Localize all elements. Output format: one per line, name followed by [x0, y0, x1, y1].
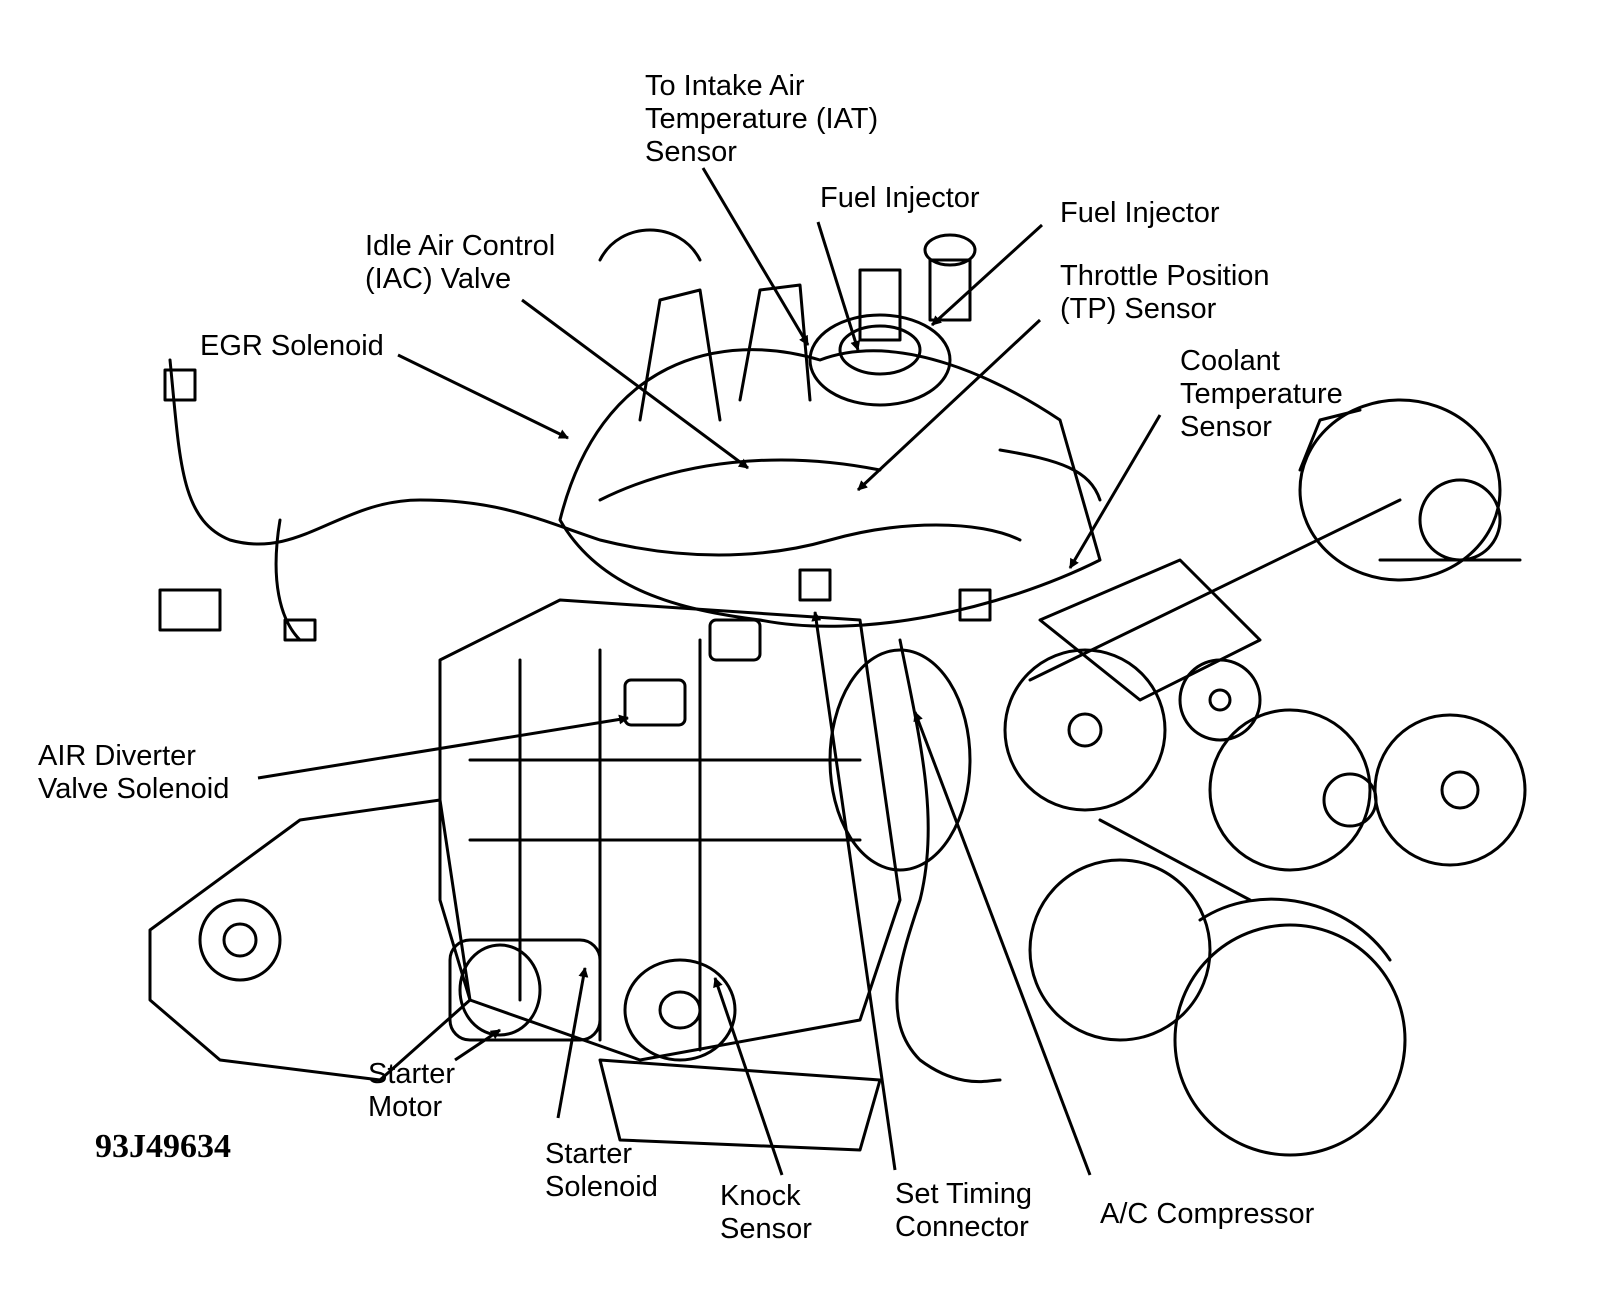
label-line: Fuel Injector	[820, 182, 980, 214]
label-line: Set Timing	[895, 1178, 1032, 1210]
starter-solenoid-leader	[556, 967, 589, 1119]
knock-sensor-leader	[713, 977, 784, 1176]
engine-drawing	[148, 228, 1527, 1157]
label-line: AIR Diverter	[38, 740, 196, 772]
label-line: Sensor	[720, 1213, 812, 1245]
ac-compressor-leader	[913, 711, 1092, 1176]
knock-sensor-label: Knock Sensor	[720, 1180, 812, 1246]
set-timing-label: Set Timing Connector	[895, 1178, 1032, 1244]
fuel-injector-1-label: Fuel Injector	[820, 182, 980, 215]
label-line: Sensor	[645, 136, 737, 168]
air-diverter-label: AIR Diverter Valve Solenoid	[38, 740, 229, 806]
label-line: Valve Solenoid	[38, 773, 230, 805]
iac-valve-leader	[521, 298, 749, 470]
label-line: (IAC) Valve	[365, 263, 512, 295]
label-line: Temperature	[1180, 378, 1343, 410]
label-line: Temperature (IAT)	[645, 103, 879, 135]
label-line: Solenoid	[545, 1171, 658, 1203]
label-line: To Intake Air	[645, 70, 805, 102]
label-line: EGR Solenoid	[200, 330, 384, 362]
tp-sensor-leader	[856, 318, 1042, 492]
iac-valve-label: Idle Air Control (IAC) Valve	[365, 230, 555, 296]
iat-sensor-label: To Intake Air Temperature (IAT) Sensor	[645, 70, 878, 169]
starter-motor-leader	[454, 1028, 501, 1062]
label-line: Connector	[895, 1211, 1029, 1243]
air-diverter-leader	[257, 714, 629, 780]
label-line: A/C Compressor	[1100, 1198, 1315, 1230]
label-line: Fuel Injector	[1060, 197, 1220, 229]
starter-motor-label: Starter Motor	[368, 1058, 455, 1124]
label-line: Starter	[545, 1138, 633, 1170]
leader-lines	[257, 167, 1162, 1176]
ac-compressor-label: A/C Compressor	[1100, 1198, 1314, 1231]
coolant-sensor-label: Coolant Temperature Sensor	[1180, 345, 1343, 444]
iat-sensor-leader	[701, 167, 810, 346]
coolant-sensor-leader	[1068, 414, 1162, 569]
fuel-injector-2-label: Fuel Injector	[1060, 197, 1220, 230]
label-line: Knock	[720, 1180, 801, 1212]
tp-sensor-label: Throttle Position (TP) Sensor	[1060, 260, 1270, 326]
label-line: Idle Air Control	[365, 230, 556, 262]
set-timing-leader	[811, 611, 897, 1171]
label-line: Coolant	[1180, 345, 1280, 377]
egr-solenoid-label: EGR Solenoid	[200, 330, 384, 363]
fuel-injector-2-leader	[930, 223, 1044, 327]
starter-solenoid-label: Starter Solenoid	[545, 1138, 658, 1204]
label-line: Starter	[368, 1058, 456, 1090]
label-line: Sensor	[1180, 411, 1272, 443]
egr-solenoid-leader	[397, 353, 569, 440]
label-line: Motor	[368, 1091, 443, 1123]
label-line: (TP) Sensor	[1060, 293, 1217, 325]
figure-code: 93J49634	[95, 1128, 231, 1165]
fuel-injector-1-leader	[816, 221, 861, 351]
label-line: Throttle Position	[1060, 260, 1270, 292]
